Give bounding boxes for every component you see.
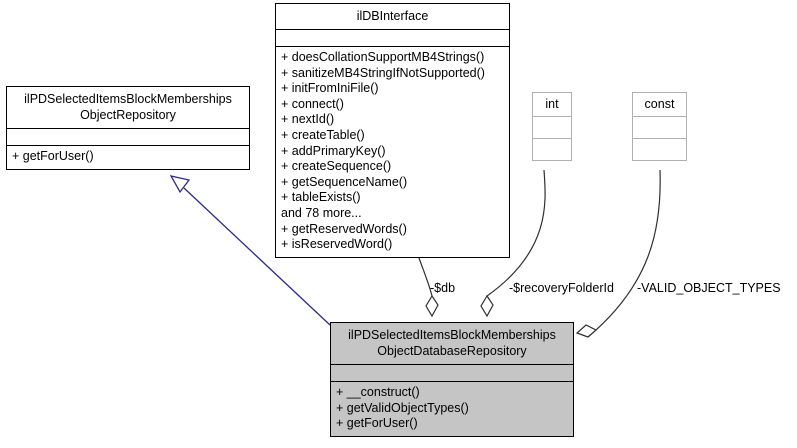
- class-attributes-database-repository: [331, 364, 573, 381]
- class-attributes-const: [633, 116, 686, 138]
- class-box-const[interactable]: const: [632, 92, 687, 161]
- class-name-const: const: [644, 97, 675, 111]
- class-name-ildbinterface: ilDBInterface: [356, 9, 429, 23]
- class-name-database-repository: ilPDSelectedItemsBlockMemberships Object…: [331, 323, 573, 364]
- edge-label-db: -$db: [430, 281, 456, 295]
- class-box-database-repository[interactable]: ilPDSelectedItemsBlockMemberships Object…: [330, 322, 574, 437]
- class-methods-object-repository: + getForUser(): [7, 145, 249, 169]
- class-methods-const: [633, 138, 686, 160]
- class-attributes-int: [533, 116, 571, 138]
- hollow-diamond-arrowhead-icon: [575, 324, 598, 338]
- class-methods-database-repository: + __construct() + getValidObjectTypes() …: [331, 381, 573, 436]
- class-methods-int: [533, 138, 571, 160]
- class-name-object-repository: ilPDSelectedItemsBlockMemberships Object…: [24, 92, 232, 122]
- hollow-diamond-arrowhead-icon: [425, 294, 439, 318]
- edge-aggregation-valid-object-types: [575, 169, 661, 338]
- class-box-ildbinterface[interactable]: ilDBInterface + doesCollationSupportMB4S…: [275, 3, 510, 258]
- class-attributes-ildbinterface: [276, 29, 509, 46]
- hollow-diamond-arrowhead-icon: [480, 294, 494, 318]
- class-name-int: int: [545, 97, 559, 111]
- edge-realization-object-repository: [169, 175, 331, 326]
- edge-aggregation-db: [418, 257, 439, 318]
- edge-label-valid-object-types: -VALID_OBJECT_TYPES: [637, 281, 781, 295]
- class-box-object-repository[interactable]: ilPDSelectedItemsBlockMemberships Object…: [6, 86, 250, 170]
- hollow-triangle-arrowhead-icon: [169, 175, 191, 194]
- edge-aggregation-recovery-folder-id: [480, 169, 546, 318]
- class-attributes-object-repository: [7, 128, 249, 145]
- class-box-int[interactable]: int: [532, 92, 572, 161]
- class-methods-ildbinterface: + doesCollationSupportMB4Strings() + san…: [276, 46, 509, 257]
- edge-label-recovery-folder-id: -$recoveryFolderId: [509, 281, 614, 295]
